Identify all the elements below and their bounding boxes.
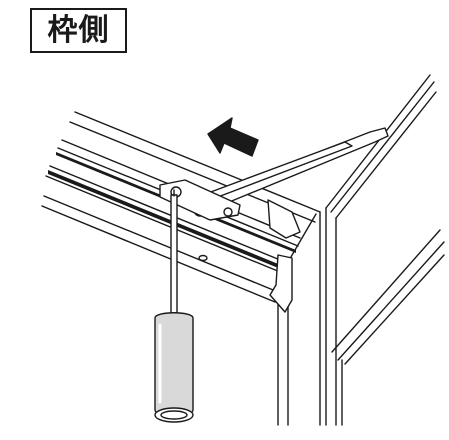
frame-jamb [277, 207, 327, 426]
section-label-box: 枠側 [30, 8, 127, 53]
section-label: 枠側 [47, 12, 110, 48]
hinge-tab [269, 254, 293, 313]
screwdriver [154, 189, 194, 423]
door-panel [325, 74, 445, 426]
arrow-up-left-icon [207, 117, 259, 157]
closer-arm [189, 127, 389, 239]
